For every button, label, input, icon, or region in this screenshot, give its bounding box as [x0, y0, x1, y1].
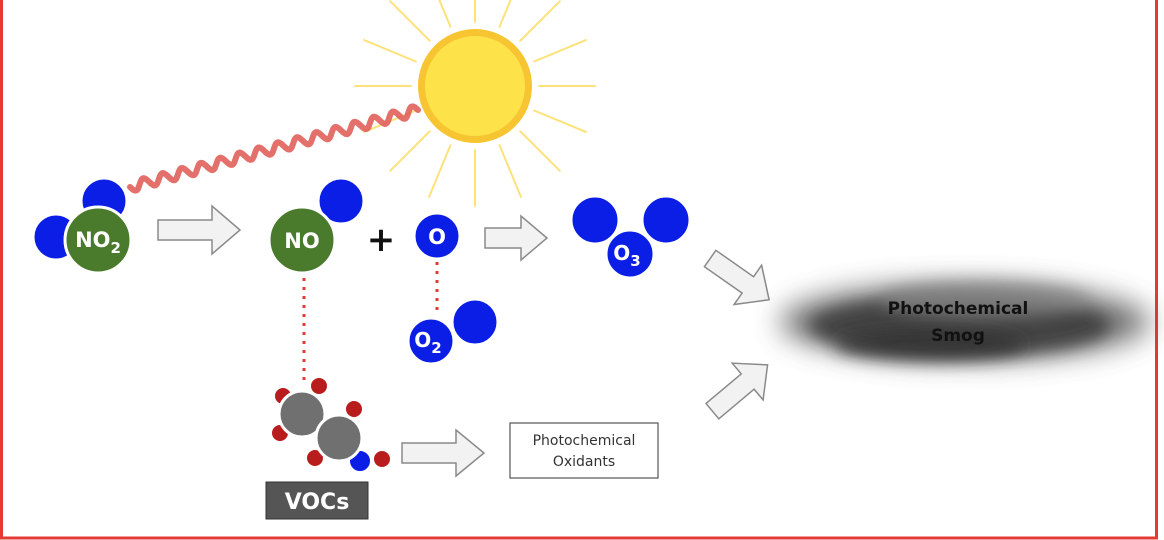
vocs-label: VOCs [285, 490, 350, 515]
o3-molecule: O3 [569, 194, 692, 280]
arrow-icon [157, 204, 242, 256]
arrow-icon [704, 362, 769, 420]
arrow-icon [703, 249, 771, 306]
sun-ray [438, 0, 452, 28]
sun-ray [428, 144, 452, 198]
no-label: NO [284, 229, 319, 253]
light-wave-icon [127, 103, 421, 194]
oxidants-line2: Oxidants [553, 454, 615, 470]
sun-ray [533, 109, 587, 133]
plus-icon: + [367, 220, 396, 260]
oxidants-box: Photochemical Oxidants [509, 422, 659, 479]
o-label: O [428, 225, 446, 249]
sun-ray [498, 0, 512, 28]
sun-ray [498, 144, 522, 198]
o3-label: O3 [613, 241, 640, 270]
sun-ray [533, 39, 587, 63]
smog-line2: Smog [931, 326, 985, 346]
smog-line1: Photochemical [888, 299, 1029, 319]
arrow-icon [401, 428, 486, 478]
o-atom: O [412, 211, 462, 261]
sun-ray [363, 39, 417, 63]
smog-cloud-icon [780, 282, 1150, 360]
sun-icon [354, 0, 596, 207]
o2-label: O2 [414, 328, 441, 357]
sun-ray [389, 0, 431, 42]
no-molecule: NO [267, 176, 366, 275]
oxidants-line1: Photochemical [533, 433, 636, 449]
vocs-label-box: VOCs [265, 481, 369, 520]
no2-label: NO2 [75, 228, 121, 257]
sun-ray [389, 130, 431, 172]
arrow-icon [484, 214, 549, 262]
o2-molecule: O2 [406, 297, 500, 366]
sun-ray [519, 0, 561, 42]
no2-molecule: NO2 [31, 176, 133, 275]
voc-molecule [270, 376, 392, 473]
sun-ray [519, 130, 561, 172]
